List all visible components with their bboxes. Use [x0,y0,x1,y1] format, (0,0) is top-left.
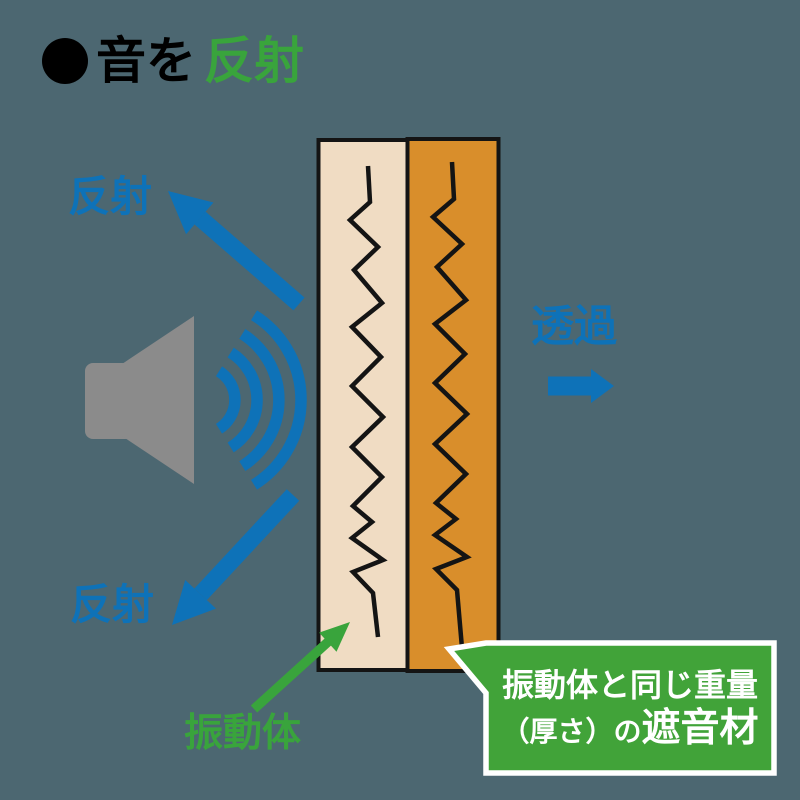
reflect-arrow-bottom [172,489,300,625]
speaker-icon [85,316,194,484]
insulation-panel [405,137,501,673]
vibrator-pointer-arrow [250,622,350,713]
reflect-arrow-top [168,191,305,311]
callout-line2: （厚さ）の 遮音材 [501,705,758,754]
callout-bubble [443,640,777,776]
wall-panels [316,137,501,673]
title-highlight: 反射 [204,33,304,89]
callout-text: 振動体と同じ重量 （厚さ）の 遮音材 [486,646,774,772]
insulation-zigzag-spring [429,161,472,649]
sound-waves-icon [215,310,307,490]
callout-line1: 振動体と同じ重量 [501,666,758,703]
callout-line2-emphasis: 遮音材 [641,706,759,750]
reflect-top-label: 反射 [68,173,153,220]
transmit-label: 透過 [531,303,617,351]
filled-circle-icon [42,38,88,84]
transmit-arrow [548,369,614,403]
callout-line2-prefix: （厚さ）の [501,715,642,747]
vibrator-label: 振動体 [184,712,302,755]
vibrator-panel [316,138,410,672]
reflect-bottom-label: 反射 [70,581,155,628]
vibrator-zigzag-spring [346,165,388,638]
page-title: 音を 反射 [42,36,304,86]
title-text: 音を [96,33,196,89]
